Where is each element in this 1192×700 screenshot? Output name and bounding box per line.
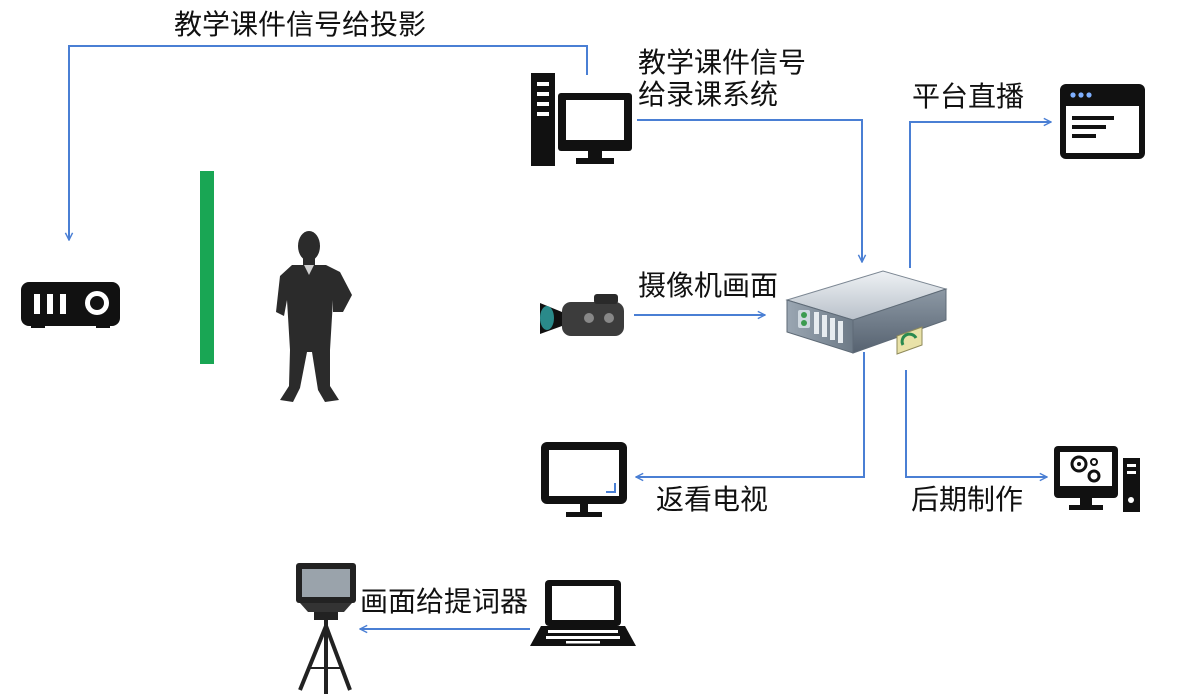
label-projector-signal: 教学课件信号给投影 bbox=[174, 8, 427, 41]
arrow-server-to-live bbox=[909, 122, 1051, 268]
arrow-pc-to-projector bbox=[69, 45, 588, 240]
connector-lines bbox=[69, 45, 1051, 629]
screen-board bbox=[200, 171, 214, 364]
label-recording-signal: 教学课件信号 给录课系统 bbox=[638, 46, 807, 112]
recording-server-icon bbox=[785, 270, 948, 355]
label-live-platform: 平台直播 bbox=[912, 80, 1025, 113]
arrow-server-to-tv bbox=[636, 352, 865, 477]
teleprompter-icon bbox=[296, 563, 356, 694]
label-playback-tv: 返看电视 bbox=[656, 483, 769, 516]
browser-window-icon bbox=[1060, 84, 1145, 159]
label-camera-feed: 摄像机画面 bbox=[638, 269, 779, 302]
projector-icon bbox=[21, 282, 120, 328]
label-teleprompter-feed: 画面给提词器 bbox=[360, 585, 529, 618]
monitor-icon bbox=[541, 442, 627, 517]
presenter-silhouette-icon bbox=[276, 231, 352, 402]
video-camera-icon bbox=[540, 294, 624, 336]
label-recording-signal-line1: 教学课件信号 bbox=[638, 46, 807, 79]
label-post-production: 后期制作 bbox=[911, 483, 1024, 516]
label-recording-signal-line2: 给录课系统 bbox=[638, 78, 779, 112]
workstation-gears-icon bbox=[1054, 446, 1140, 512]
desktop-computer-icon bbox=[531, 73, 632, 166]
arrow-server-to-postproduction bbox=[905, 370, 1047, 477]
arrow-pc-to-server bbox=[637, 119, 862, 262]
laptop-icon bbox=[530, 580, 636, 646]
